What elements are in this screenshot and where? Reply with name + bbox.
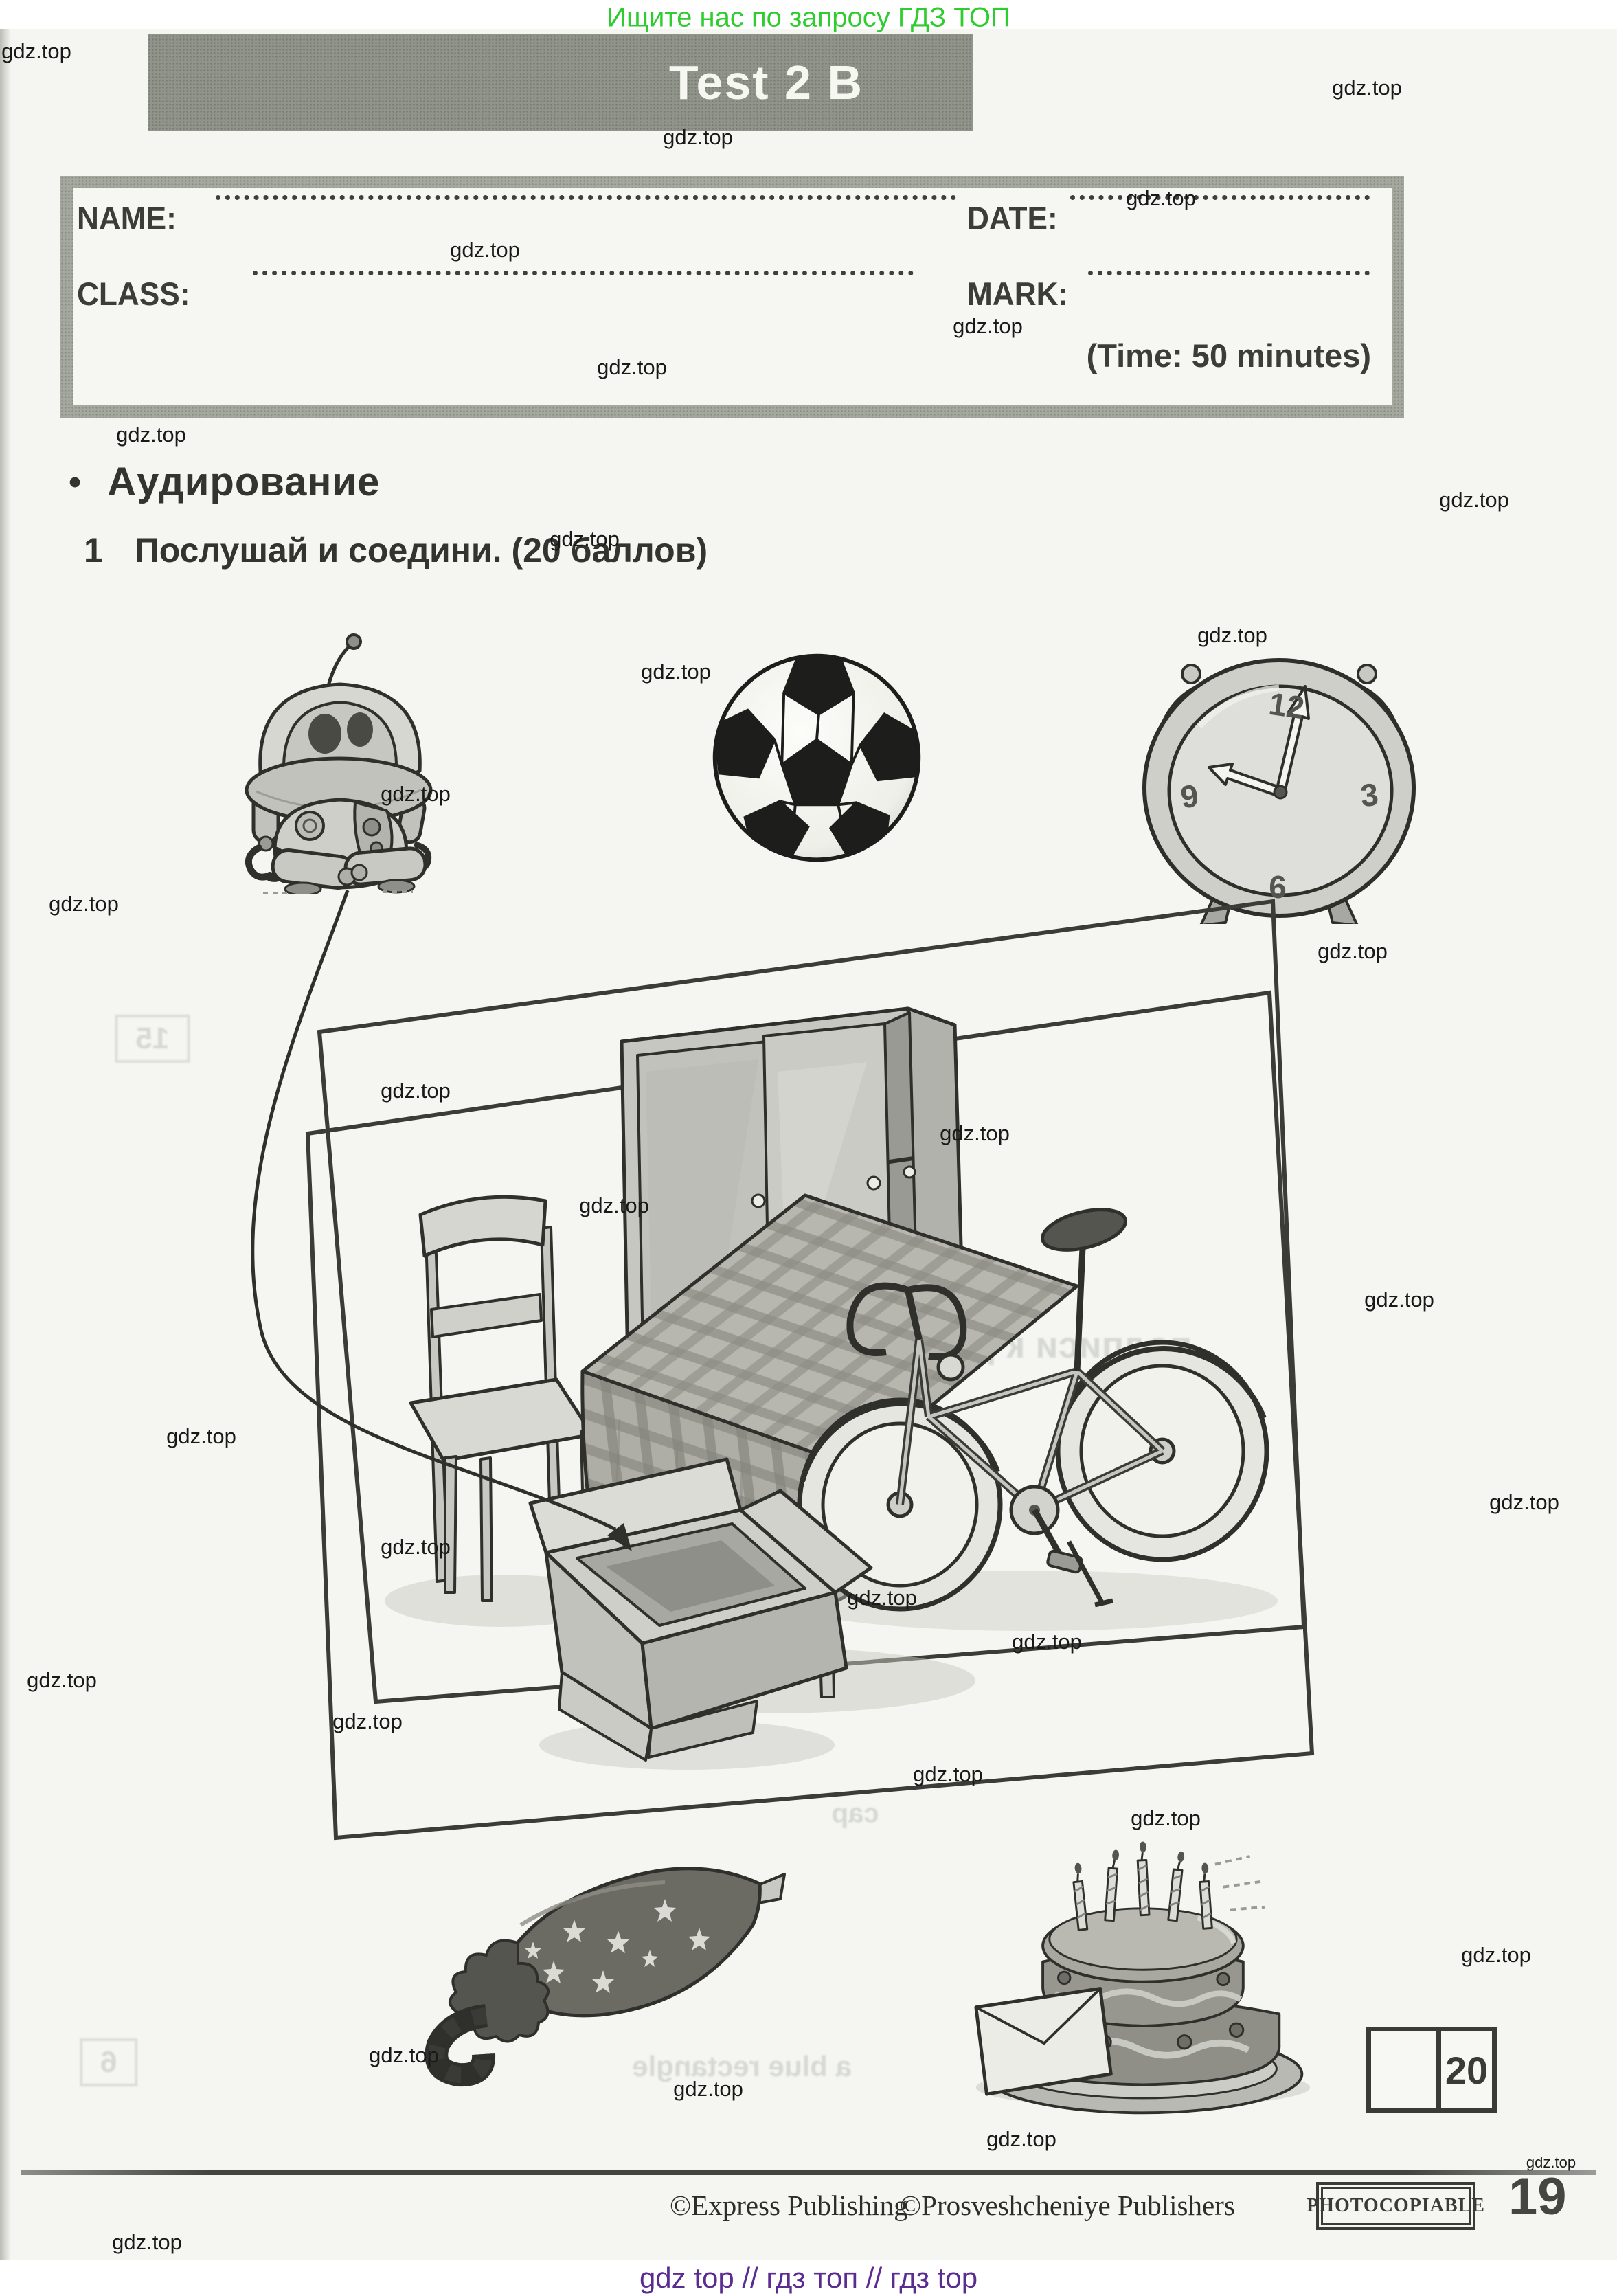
promo-text: Ищите нас по запросу ГДЗ ТОП xyxy=(607,2,1010,33)
watermark: gdz.top xyxy=(166,1424,236,1448)
watermark: gdz.top xyxy=(1126,186,1196,210)
soccer-ball xyxy=(712,653,921,862)
watermark: gdz.top xyxy=(597,355,667,379)
watermark: gdz.top xyxy=(847,1586,917,1610)
watermark: gdz.top xyxy=(1,39,71,63)
watermark: gdz.top xyxy=(1197,623,1267,647)
watermark: gdz.top xyxy=(673,2077,743,2101)
watermark: gdz.top xyxy=(1012,1630,1082,1654)
task-1: 1 Послушай и соедини. (20 баллов) xyxy=(84,530,708,570)
student-info-box: NAME: DATE: CLASS: MARK: (Time: 50 minut… xyxy=(60,176,1404,418)
bottom-links: gdz top // гдз топ // гдз top xyxy=(639,2262,978,2294)
watermark: gdz.top xyxy=(550,527,620,551)
section-title: Аудирование xyxy=(107,460,381,504)
watermark: gdz.top xyxy=(1489,1490,1559,1514)
watermark: gdz.top xyxy=(579,1193,649,1217)
watermark: gdz.top xyxy=(1318,939,1388,963)
mark-label: MARK: xyxy=(967,275,1069,312)
score-earned-cell xyxy=(1371,2031,1441,2108)
score-max-cell: 20 xyxy=(1445,2048,1489,2092)
name-input-line xyxy=(216,188,956,200)
scan-edge-shadow xyxy=(0,29,11,2260)
clock-number-12: 12 xyxy=(1267,686,1307,726)
section-listening: • Аудирование xyxy=(69,459,380,505)
time-limit: (Time: 50 minutes) xyxy=(1086,337,1371,374)
test-title: Test 2 B xyxy=(668,56,863,109)
bullet-icon: • xyxy=(69,462,82,502)
student-info-inner: NAME: DATE: CLASS: MARK: (Time: 50 minut… xyxy=(73,188,1392,405)
watermark: gdz.top xyxy=(1332,76,1402,100)
watermark: gdz.top xyxy=(641,660,711,684)
watermark: gdz.top xyxy=(1131,1806,1201,1830)
task-text: Послушай и соедини. (20 баллов) xyxy=(134,531,708,570)
watermark: gdz.top xyxy=(1526,2154,1576,2171)
robot-toy xyxy=(245,633,433,894)
date-input-line xyxy=(1070,188,1370,200)
test-banner: Test 2 B xyxy=(148,34,973,131)
watermark: gdz.top xyxy=(381,1079,451,1103)
party-hat xyxy=(425,1867,786,2087)
score-box: 20 xyxy=(1366,2027,1497,2113)
clock-number-3: 3 xyxy=(1359,776,1380,813)
class-label: CLASS: xyxy=(77,275,190,312)
connect-line-arrow xyxy=(251,890,632,1551)
watermark: gdz.top xyxy=(116,423,186,447)
watermark: gdz.top xyxy=(49,892,119,916)
mark-input-line xyxy=(1088,264,1370,275)
birthday-cake xyxy=(974,1841,1311,2115)
alarm-clock: 12 3 6 9 xyxy=(1142,658,1416,924)
watermark: gdz.top xyxy=(986,2127,1056,2151)
watermark: gdz.top xyxy=(940,1121,1010,1145)
class-input-line xyxy=(253,264,914,275)
clock-number-6: 6 xyxy=(1269,869,1287,905)
watermark: gdz.top xyxy=(913,1762,983,1786)
cardboard-box xyxy=(528,1457,873,1770)
watermark: gdz.top xyxy=(332,1709,403,1733)
page-number: 19 xyxy=(1508,2168,1567,2226)
task-number: 1 xyxy=(84,531,103,570)
watermark: gdz.top xyxy=(953,314,1023,338)
candles xyxy=(1072,1841,1213,1931)
watermark: gdz.top xyxy=(27,1668,97,1692)
watermark: gdz.top xyxy=(381,782,451,806)
watermark: gdz.top xyxy=(1461,1943,1531,1967)
watermark: gdz.top xyxy=(450,238,520,262)
photocopiable-stamp: PHOTOCOPIABLE xyxy=(1307,2182,1484,2230)
publisher-prosveshcheniye: ©Prosveshcheniye Publishers xyxy=(900,2190,1235,2221)
envelope xyxy=(974,1987,1113,2096)
date-label: DATE: xyxy=(967,200,1058,236)
watermark: gdz.top xyxy=(1364,1287,1434,1312)
publisher-express: ©Express Publishing xyxy=(670,2190,908,2221)
watermark: gdz.top xyxy=(112,2230,182,2254)
watermark: gdz.top xyxy=(369,2043,439,2067)
watermark: gdz.top xyxy=(663,125,733,149)
name-label: NAME: xyxy=(77,200,177,236)
watermark: gdz.top xyxy=(1439,488,1509,512)
watermark: gdz.top xyxy=(381,1535,451,1559)
star-pattern xyxy=(525,1899,710,1993)
footer-rule xyxy=(21,2170,1596,2175)
